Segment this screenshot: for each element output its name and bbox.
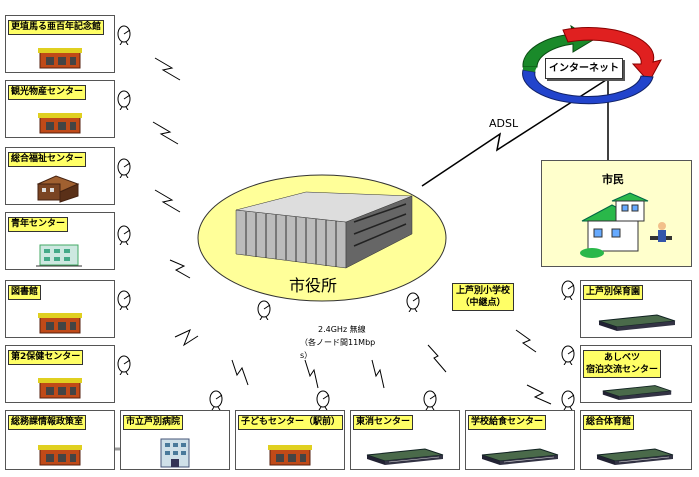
city-hall-label: 市役所 xyxy=(289,276,338,295)
dish-icon xyxy=(117,90,131,110)
facility-box: 子どもセンター（駅前） xyxy=(235,410,345,470)
facility-box: 観光物産センター xyxy=(5,80,115,138)
dish-icon xyxy=(117,225,131,245)
welfare-building-icon xyxy=(36,175,80,203)
dish-icon xyxy=(117,355,131,375)
dish-icon xyxy=(561,390,575,410)
long-building-icon xyxy=(481,448,559,465)
facility-label: 青年センター xyxy=(8,217,69,232)
facility-box: 東消センター xyxy=(350,410,460,470)
facility-label: 東消センター xyxy=(353,415,414,430)
relay-school-label: 上芦別小学校 （中継点） xyxy=(452,283,515,311)
facility-box: 学校給食センター xyxy=(465,410,575,470)
dish-icon xyxy=(209,390,223,410)
dish-icon xyxy=(316,390,330,410)
shop-building-icon xyxy=(38,378,82,399)
citizen-label: 市民 xyxy=(602,173,624,186)
internet-ring-icon xyxy=(522,24,662,105)
facility-label: 総合福祉センター xyxy=(8,152,87,167)
long-building-icon xyxy=(366,448,444,465)
adsl-line xyxy=(421,79,607,187)
facility-label: 市立芦別病院 xyxy=(123,415,184,430)
wireless-line3: s） xyxy=(300,351,313,360)
dish-icon xyxy=(561,345,575,365)
facility-label: 総務課情報政策室 xyxy=(8,415,87,430)
facility-label: あしベツ 宿泊交流センター xyxy=(583,350,662,378)
shop-building-icon xyxy=(38,313,82,334)
facility-label: 図書館 xyxy=(8,285,42,300)
facility-box: 総合福祉センター xyxy=(5,147,115,205)
facility-box: 総務課情報政策室 xyxy=(5,410,115,470)
youth-building-icon xyxy=(36,244,82,267)
dish-icon xyxy=(117,158,131,178)
shop-building-icon xyxy=(38,113,82,134)
dish-icon xyxy=(561,280,575,300)
facility-label: 観光物産センター xyxy=(8,85,87,100)
facility-label: 更埴馬る亜百年記念館 xyxy=(8,20,105,35)
hospital-building-icon xyxy=(160,438,190,468)
facility-box: 上芦別保育園 xyxy=(580,280,692,338)
dish-icon xyxy=(406,292,420,312)
long-building-icon xyxy=(596,448,674,465)
facility-box: あしベツ 宿泊交流センター xyxy=(580,345,692,403)
wireless-bolts xyxy=(152,57,552,405)
facility-box: 市立芦別病院 xyxy=(120,410,230,470)
dish-icon xyxy=(117,290,131,310)
shop-building-icon xyxy=(38,445,82,466)
facility-box: 総合体育館 xyxy=(580,410,692,470)
wireless-line2: （各ノード間11Mbp xyxy=(300,338,376,347)
long-building-icon xyxy=(602,385,672,400)
facility-box: 第2保健センター xyxy=(5,345,115,403)
wireless-line1: 2.4GHz 無線 xyxy=(318,325,366,334)
citizen-box: 市民 xyxy=(541,160,692,267)
adsl-label: ADSL xyxy=(489,117,519,130)
shop-building-icon xyxy=(268,445,312,466)
facility-label: 総合体育館 xyxy=(583,415,635,430)
building-icon xyxy=(235,191,413,269)
facility-box: 図書館 xyxy=(5,280,115,338)
dish-icon xyxy=(117,25,131,45)
house-icon xyxy=(580,192,672,258)
facility-box: 青年センター xyxy=(5,212,115,270)
facility-label: 子どもセンター（駅前） xyxy=(238,415,344,430)
city-hall-ellipse xyxy=(197,174,447,302)
dish-icon xyxy=(257,300,271,320)
facility-box: 更埴馬る亜百年記念館 xyxy=(5,15,115,73)
facility-label: 第2保健センター xyxy=(8,350,84,365)
internet-label: インターネット xyxy=(545,58,623,79)
dish-icon xyxy=(423,390,437,410)
facility-label: 上芦別保育園 xyxy=(583,285,644,300)
long-building-icon xyxy=(598,314,676,331)
facility-label: 学校給食センター xyxy=(468,415,547,430)
shop-building-icon xyxy=(38,48,82,69)
